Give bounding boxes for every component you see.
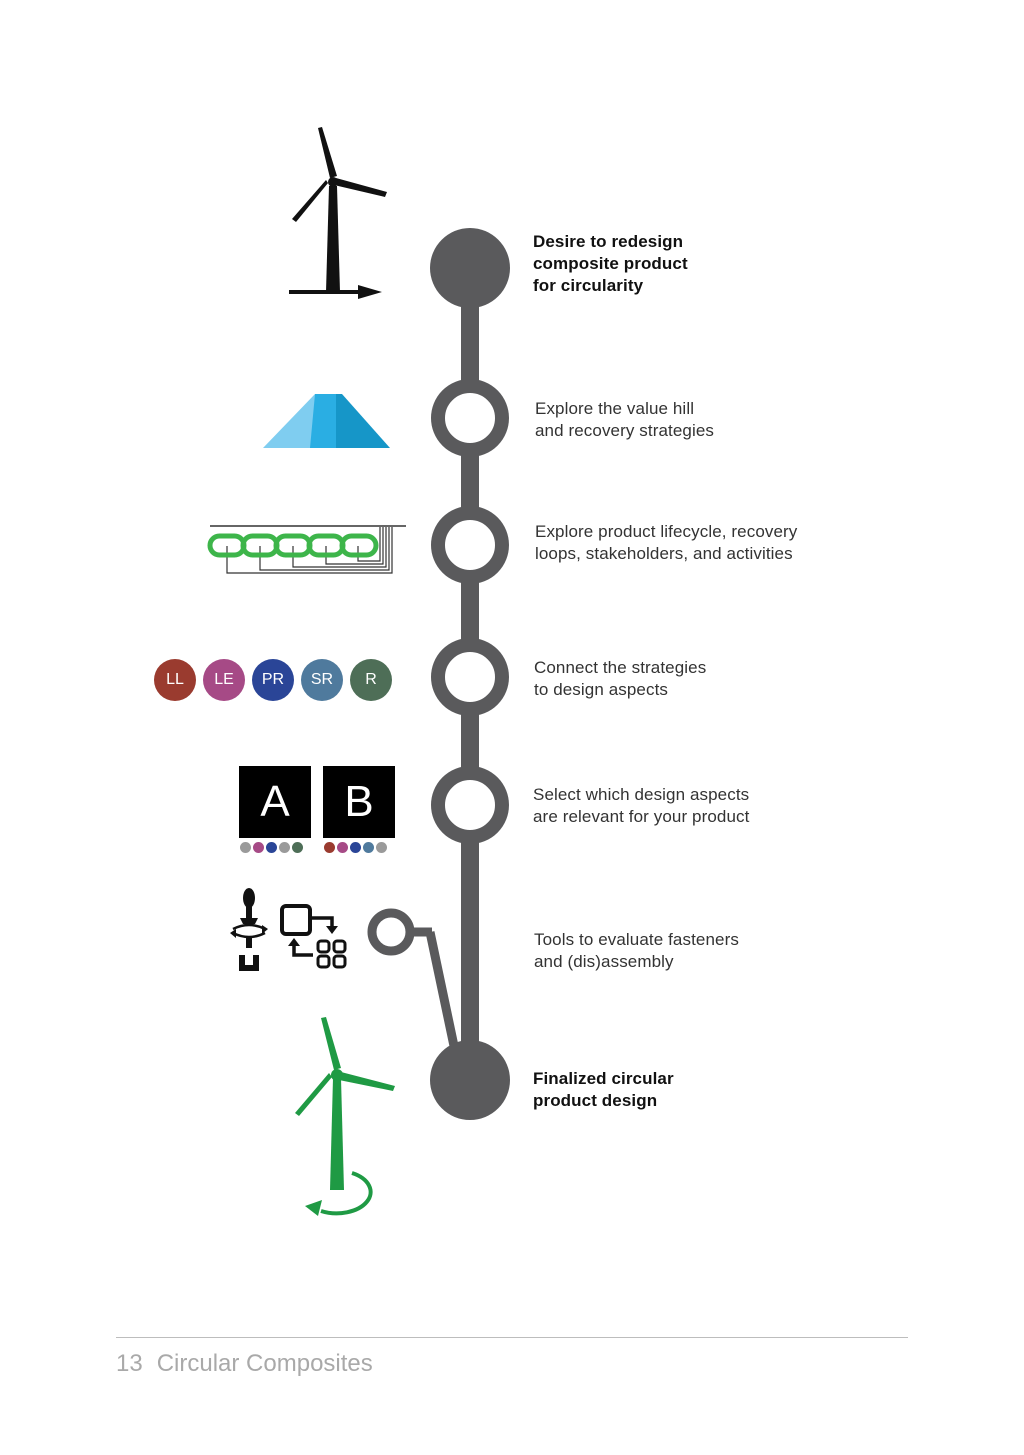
step-1-text: Desire to redesign composite product for…	[533, 232, 688, 295]
timeline-node-4	[431, 638, 509, 716]
step-2-text: Explore the value hill and recovery stra…	[535, 399, 714, 440]
footer-divider	[116, 1337, 908, 1338]
value-hill-icon	[263, 394, 390, 448]
timeline-node-6	[367, 908, 415, 956]
aspect-dot	[253, 842, 264, 853]
aspect-dot	[363, 842, 374, 853]
aspect-box-a: A	[239, 766, 311, 838]
badge-le: LE	[203, 659, 245, 701]
timeline-node-7	[430, 1040, 510, 1120]
aspect-dot	[292, 842, 303, 853]
aspect-dot	[376, 842, 387, 853]
timeline-node-3	[431, 506, 509, 584]
aspect-dot	[279, 842, 290, 853]
step-4-text: Connect the strategies to design aspects	[534, 658, 707, 699]
badge-pr: PR	[252, 659, 294, 701]
badge-ll: LL	[154, 659, 196, 701]
timeline-branch-diagonal	[425, 931, 463, 1066]
fastener-tools-icon	[230, 888, 347, 971]
timeline-node-5	[431, 766, 509, 844]
step-5-text: Select which design aspects are relevant…	[533, 785, 750, 826]
page-number: 13	[116, 1350, 143, 1377]
wind-turbine-arrow-icon	[289, 127, 387, 299]
timeline-node-1	[430, 228, 510, 308]
timeline-node-2	[431, 379, 509, 457]
page-footer: 13 Circular Composites	[116, 1350, 373, 1378]
document-title: Circular Composites	[156, 1350, 373, 1377]
step-6-text: Tools to evaluate fasteners and (dis)ass…	[534, 930, 739, 971]
aspect-dot	[324, 842, 335, 853]
aspect-dot	[266, 842, 277, 853]
aspect-dot	[337, 842, 348, 853]
step-3-text: Explore product lifecycle, recovery loop…	[535, 522, 798, 563]
badge-sr: SR	[301, 659, 343, 701]
circular-wind-turbine-icon	[295, 1017, 395, 1216]
step-7-text: Finalized circular product design	[533, 1069, 674, 1110]
chain-loops-icon	[207, 525, 406, 574]
aspect-dot	[240, 842, 251, 853]
badge-r: R	[350, 659, 392, 701]
aspect-box-b: B	[323, 766, 395, 838]
aspect-dot	[350, 842, 361, 853]
